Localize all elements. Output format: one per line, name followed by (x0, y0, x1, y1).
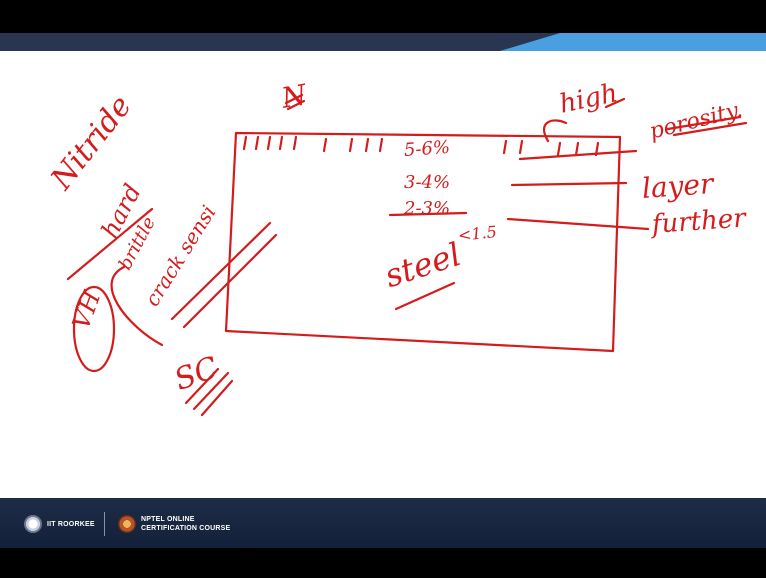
properties-bracket (110, 265, 164, 347)
footer-institute: IIT ROORKEE (47, 521, 95, 528)
nitride-surface-ticks (242, 135, 600, 157)
label-pct-3-4: 3-4% (404, 172, 451, 193)
label-pct-lt1: <1.5 (457, 221, 498, 245)
vh-circle (72, 285, 116, 373)
label-pct-5-6: 5-6% (403, 136, 451, 161)
nptel-logo-icon (118, 515, 136, 533)
label-pct-2-3: 2-3% (404, 198, 451, 219)
label-n2: N (279, 77, 309, 115)
footer-course-line2: CERTIFICATION COURSE (141, 525, 231, 532)
top-letterbox (0, 0, 766, 33)
leader-high-porosity (518, 149, 638, 161)
footer-divider (104, 512, 105, 536)
leader-further (506, 217, 650, 231)
label-layer: layer (640, 167, 715, 205)
whiteboard-drawing (66, 93, 748, 417)
bottom-letterbox (0, 548, 766, 578)
steel-block-outline (224, 131, 622, 353)
leader-layer (510, 181, 628, 187)
footer-course-line1: NPTEL ONLINE (141, 516, 195, 523)
footer-bar (0, 498, 766, 548)
iit-roorkee-logo-icon (24, 515, 42, 533)
header-band (0, 33, 766, 51)
